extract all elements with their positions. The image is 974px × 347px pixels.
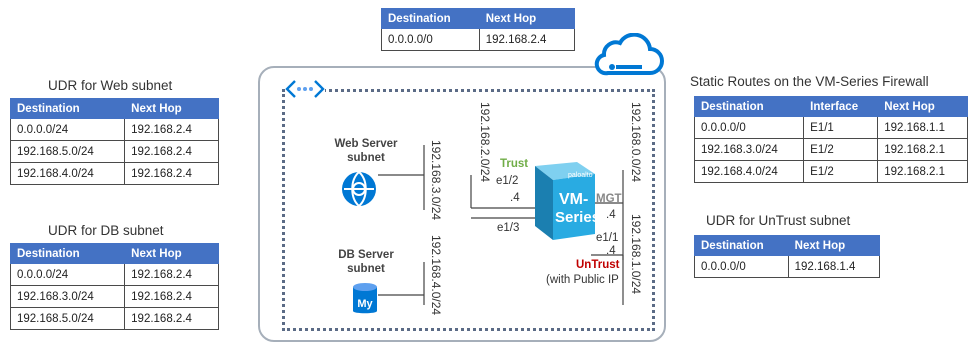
db-subnet-label-line2: subnet [347, 263, 385, 275]
db-subnet-label: DB Server subnet [330, 248, 402, 276]
table-cell: 192.168.2.4 [478, 28, 576, 51]
table-row: 192.168.5.0/24 192.168.2.4 [9, 307, 219, 330]
trust-label: Trust [500, 158, 529, 170]
table-row: 0.0.0.0/0 192.168.2.4 [381, 28, 576, 51]
table-cell: 192.168.2.4 [124, 307, 219, 330]
subnet-boundary [282, 89, 655, 331]
udr-untrust-title: UDR for UnTrust subnet [706, 213, 851, 228]
table-cell: 0.0.0.0/24 [9, 118, 126, 141]
web-app-icon [342, 171, 376, 207]
route-table-top: Destination Next Hop 0.0.0.0/0 192.168.2… [381, 8, 576, 51]
table-cell: E1/2 [803, 160, 879, 183]
table-cell: 192.168.5.0/24 [9, 140, 126, 163]
vnet-peering-icon [285, 78, 325, 100]
public-ip-label: (with Public IP [546, 274, 619, 286]
table-cell: 192.168.1.4 [787, 255, 881, 278]
table-cell: 0.0.0.0/0 [694, 255, 789, 278]
web-subnet-label-line2: subnet [347, 152, 385, 164]
udr-db-title: UDR for DB subnet [48, 223, 164, 238]
mgmt-cidr-label: 192.168.0.0/24 [629, 102, 643, 183]
host-4-trust: .4 [510, 192, 520, 204]
column-header: Destination [694, 235, 789, 256]
e1-1-label: e1/1 [596, 232, 619, 244]
static-routes-table: Destination Interface Next Hop 0.0.0.0/0… [693, 96, 968, 183]
table-cell: 192.168.4.0/24 [693, 160, 805, 183]
table-cell: 0.0.0.0/0 [381, 28, 480, 51]
table-row: 0.0.0.0/0 E1/1 192.168.1.1 [693, 116, 968, 139]
untrust-label: UnTrust [576, 259, 620, 271]
column-header: Destination [9, 243, 126, 264]
table-row: 192.168.4.0/24 192.168.2.4 [9, 162, 219, 185]
udr-web-title: UDR for Web subnet [48, 78, 173, 93]
table-cell: 192.168.4.0/24 [9, 162, 126, 185]
firewall-name-line1: VM- [559, 191, 588, 208]
web-subnet-label-line1: Web Server [334, 138, 398, 150]
column-header: Next Hop [478, 8, 576, 29]
e1-2-label: e1/2 [496, 175, 519, 187]
vm-series-firewall-icon: paloalto VM- Series [535, 162, 599, 240]
table-row: 0.0.0.0/24 192.168.2.4 [9, 118, 219, 141]
table-row: 192.168.4.0/24 E1/2 192.168.2.1 [693, 160, 968, 183]
host-4-untrust: .4 [606, 245, 616, 257]
table-row: 192.168.5.0/24 192.168.2.4 [9, 140, 219, 163]
udr-untrust-table: Destination Next Hop 0.0.0.0/0 192.168.1… [694, 235, 881, 278]
db-subnet-label-line1: DB Server [338, 249, 394, 261]
azure-cloud-icon [594, 33, 664, 76]
web-subnet-label: Web Server subnet [330, 137, 402, 165]
firewall-brand-label: paloalto [568, 172, 593, 179]
table-row: 0.0.0.0/0 192.168.1.4 [694, 255, 881, 278]
column-header: Destination [381, 8, 480, 29]
mgt-label: MGT [596, 193, 622, 205]
db-cidr-label: 192.168.4.0/24 [429, 235, 443, 316]
untrust-cidr-label: 192.168.1.0/24 [629, 214, 643, 295]
table-row: 192.168.3.0/24 192.168.2.4 [9, 285, 219, 308]
web-cidr-label: 192.168.3.0/24 [429, 140, 443, 221]
udr-db-table: Destination Next Hop 0.0.0.0/24 192.168.… [9, 243, 219, 330]
column-header: Next Hop [787, 235, 881, 256]
db-icon-text: My [357, 298, 373, 310]
table-cell: 0.0.0.0/24 [9, 263, 126, 286]
e1-3-label: e1/3 [497, 222, 520, 234]
column-header: Next Hop [124, 243, 219, 264]
vnet-boundary [258, 66, 666, 342]
static-routes-title: Static Routes on the VM-Series Firewall [690, 74, 929, 89]
table-cell: 192.168.5.0/24 [9, 307, 126, 330]
mysql-db-icon: My [353, 283, 377, 314]
udr-web-table: Destination Next Hop 0.0.0.0/24 192.168.… [9, 98, 219, 185]
table-cell: 192.168.2.4 [124, 118, 219, 141]
table-cell: 192.168.2.4 [124, 162, 219, 185]
trust-cidr-label: 192.168.2.0/24 [478, 102, 492, 183]
firewall-name-line2: Series [555, 209, 599, 226]
column-header: Interface [803, 96, 879, 117]
table-cell: 192.168.2.1 [877, 160, 968, 183]
host-4-mgt: .4 [606, 209, 616, 221]
table-cell: 192.168.2.4 [124, 140, 219, 163]
